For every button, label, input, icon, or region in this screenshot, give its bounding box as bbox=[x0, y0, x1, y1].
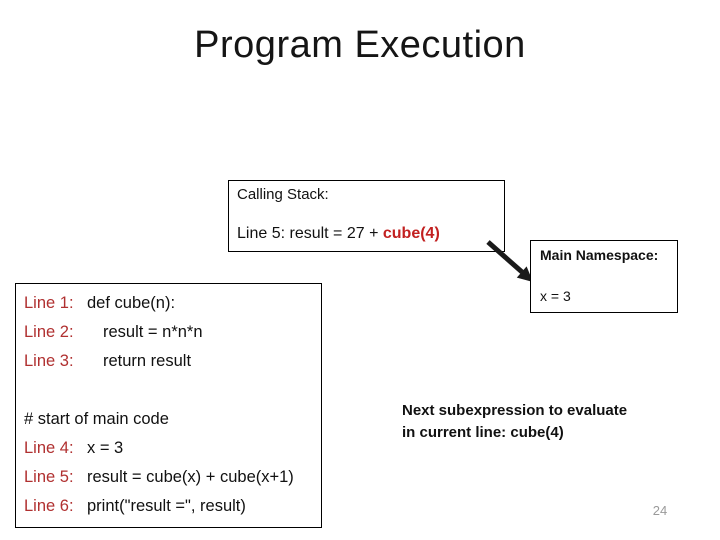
annotation-line-1: Next subexpression to evaluate bbox=[402, 402, 628, 419]
code-line-text: return result bbox=[103, 352, 192, 370]
code-line-label: Line 4: bbox=[24, 439, 74, 457]
code-line-label: Line 1: bbox=[24, 294, 74, 312]
code-line-text: x = 3 bbox=[87, 439, 124, 457]
stack-frame-highlight: cube(4) bbox=[382, 225, 440, 242]
code-line-text: print("result =", result) bbox=[87, 497, 246, 515]
code-line-label: Line 6: bbox=[24, 497, 74, 515]
code-line: Line 4: x = 3 bbox=[24, 434, 317, 463]
code-line-label: Line 5: bbox=[24, 468, 74, 486]
code-line-label: Line 2: bbox=[24, 323, 74, 341]
code-line-text: result = cube(x) + cube(x+1) bbox=[87, 468, 294, 486]
main-namespace-box: Main Namespace: x = 3 bbox=[530, 240, 678, 313]
code-line: Line 6: print("result =", result) bbox=[24, 492, 317, 521]
code-line-text: def cube(n): bbox=[87, 294, 176, 312]
code-line-blank bbox=[24, 376, 317, 405]
code-line: Line 2: result = n*n*n bbox=[24, 318, 317, 347]
stack-to-namespace-arrow-icon bbox=[486, 240, 533, 282]
code-listing-box: Line 1: def cube(n): Line 2: result = n*n*… bbox=[15, 283, 322, 528]
main-namespace-heading: Main Namespace: bbox=[540, 247, 659, 263]
page-number: 24 bbox=[652, 503, 668, 518]
namespace-binding: x = 3 bbox=[540, 288, 571, 304]
annotation-line-2: in current line: cube(4) bbox=[402, 424, 564, 441]
code-line-text: # start of main code bbox=[24, 410, 169, 428]
code-line: Line 1: def cube(n): bbox=[24, 289, 317, 318]
next-subexpression-note: Next subexpression to evaluate in curren… bbox=[402, 400, 627, 444]
calling-stack-heading: Calling Stack: bbox=[237, 186, 329, 203]
stack-frame-line: Line 5: result = 27 + cube(4) bbox=[237, 225, 496, 243]
stack-frame-text: Line 5: result = 27 + bbox=[237, 225, 383, 242]
code-line: Line 5: result = cube(x) + cube(x+1) bbox=[24, 463, 317, 492]
code-line: Line 3: return result bbox=[24, 347, 317, 376]
calling-stack-box: Calling Stack: Line 5: result = 27 + cub… bbox=[228, 180, 505, 252]
code-line-comment: # start of main code bbox=[24, 405, 317, 434]
code-line-label: Line 3: bbox=[24, 352, 74, 370]
code-line-text: result = n*n*n bbox=[103, 323, 203, 341]
page-title: Program Execution bbox=[194, 24, 526, 66]
